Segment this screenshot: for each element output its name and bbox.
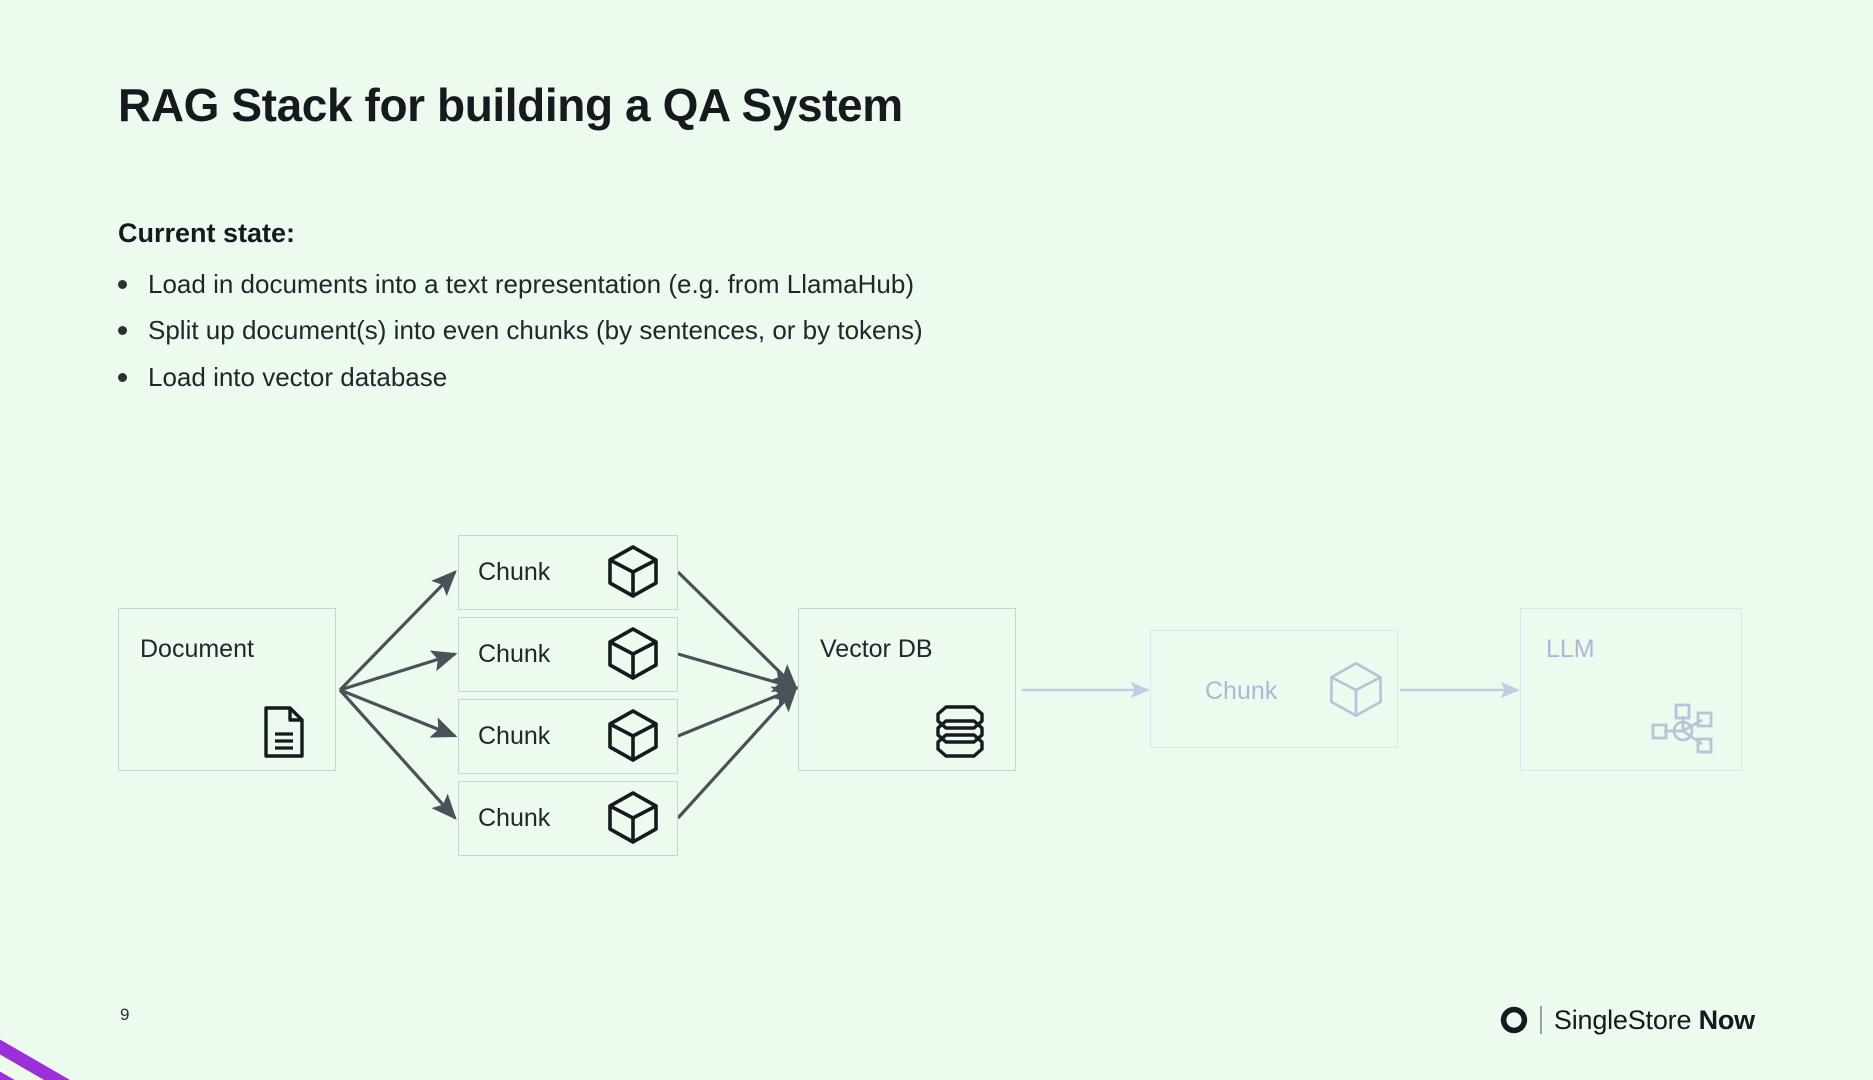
node-vector-db-label: Vector DB [820, 635, 933, 663]
cube-icon [604, 624, 662, 687]
node-chunk-1[interactable] [458, 535, 678, 610]
section-heading: Current state: [118, 218, 296, 248]
page-title: RAG Stack for building a QA System [118, 79, 903, 131]
node-llm-label: LLM [1546, 635, 1595, 663]
bullet-item: Load into vector database [118, 360, 1218, 395]
bullet-text: Load into vector database [148, 361, 448, 392]
ring-icon [1499, 1005, 1529, 1035]
page-number: 9 [120, 1005, 130, 1024]
bullet-dot-icon [118, 326, 127, 336]
document-to-chunk-arrows [338, 570, 458, 820]
cube-icon [604, 542, 662, 605]
bullet-item: Load in documents into a text representa… [118, 267, 1218, 302]
node-chunk-4-label: Chunk [478, 804, 551, 832]
node-chunk-2[interactable] [458, 617, 678, 692]
brand-name: SingleStore [1553, 1004, 1692, 1035]
node-document-label: Document [140, 635, 254, 663]
bullet-text: Load in documents into a text representa… [148, 269, 914, 299]
cube-icon [604, 788, 662, 851]
bullet-dot-icon [118, 372, 127, 382]
node-chunk-3[interactable] [458, 699, 678, 774]
node-llm[interactable] [1520, 608, 1742, 771]
node-vector-db[interactable] [798, 608, 1016, 771]
node-chunk-4[interactable] [458, 781, 678, 856]
chunk-to-vectordb-arrows [676, 570, 799, 820]
node-ghost-chunk-label: Chunk [1205, 677, 1278, 705]
corner-stripes-decoration [0, 1039, 70, 1080]
bullet-dot-icon [118, 280, 127, 289]
body-content: Current state: Load in documents into a … [118, 218, 1218, 406]
cube-icon [1325, 658, 1387, 725]
brand-lockup: SingleStore Now [1499, 1000, 1755, 1040]
network-icon [1650, 702, 1716, 765]
database-icon [932, 702, 988, 765]
brand-text: SingleStore Now [1554, 1005, 1755, 1036]
bullet-text: Split up document(s) into even chunks (b… [148, 315, 923, 346]
bullet-item: Split up document(s) into even chunks (b… [118, 313, 1218, 348]
node-ghost-chunk[interactable] [1150, 630, 1398, 748]
node-chunk-3-label: Chunk [478, 722, 551, 750]
document-icon [262, 706, 306, 763]
brand-divider [1540, 1006, 1542, 1034]
node-document[interactable] [118, 608, 336, 771]
brand-suffix: Now [1698, 1004, 1756, 1035]
node-chunk-2-label: Chunk [478, 640, 551, 668]
diagram-connectors [338, 570, 1520, 820]
node-chunk-1-label: Chunk [478, 558, 551, 586]
rag-flow-diagram: Document Chunk Chunk [0, 430, 1873, 870]
cube-icon [604, 706, 662, 769]
